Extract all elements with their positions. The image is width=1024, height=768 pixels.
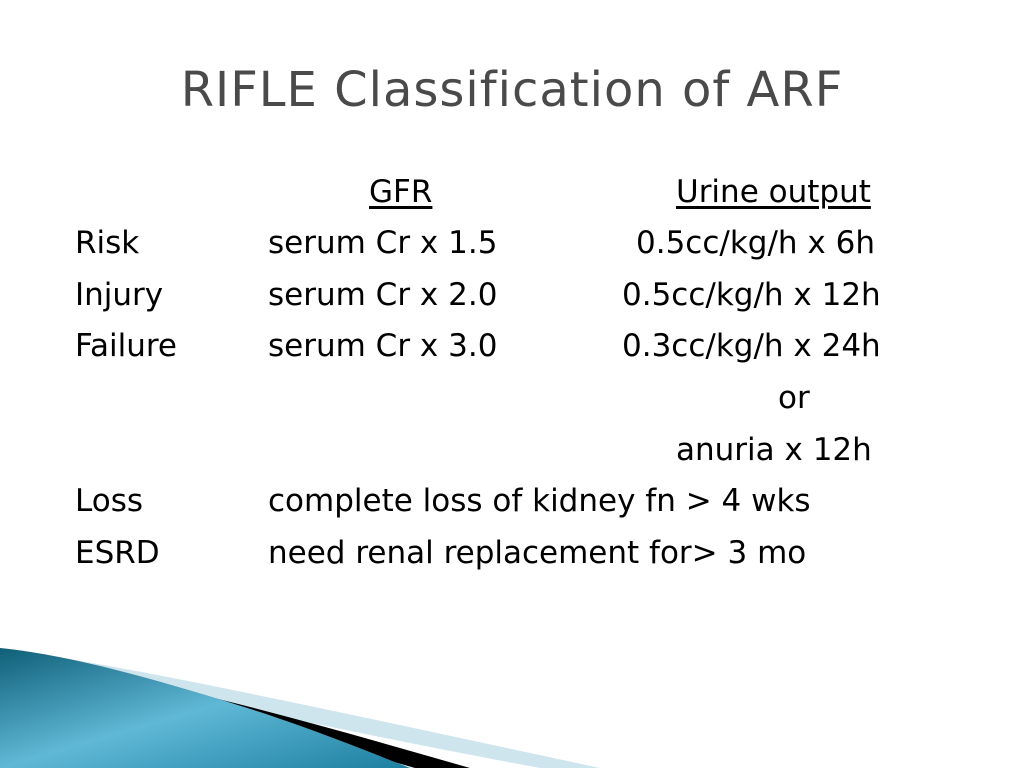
header-gfr: GFR	[369, 174, 433, 210]
row-urine-injury: 0.5cc/kg/h x 12h	[622, 277, 881, 313]
row-gfr-risk: serum Cr x 1.5	[268, 225, 498, 261]
row-label-injury: Injury	[75, 277, 164, 313]
failure-or-text: or	[778, 380, 810, 416]
blue-wave-shape	[0, 648, 410, 768]
row-gfr-failure: serum Cr x 3.0	[268, 328, 498, 364]
row-urine-failure: 0.3cc/kg/h x 24h	[622, 328, 881, 364]
slide-title: RIFLE Classification of ARF	[180, 62, 844, 118]
row-urine-risk: 0.5cc/kg/h x 6h	[636, 225, 875, 261]
row-label-esrd: ESRD	[75, 535, 160, 571]
row-text-loss: complete loss of kidney fn > 4 wks	[268, 483, 811, 519]
failure-anuria-text: anuria x 12h	[676, 432, 872, 468]
row-label-loss: Loss	[75, 483, 143, 519]
row-label-risk: Risk	[75, 225, 140, 261]
header-urine-output: Urine output	[676, 174, 871, 210]
row-label-failure: Failure	[75, 328, 177, 364]
row-text-esrd: need renal replacement for> 3 mo	[268, 535, 807, 571]
light-band-shape	[0, 648, 600, 768]
row-gfr-injury: serum Cr x 2.0	[268, 277, 498, 313]
